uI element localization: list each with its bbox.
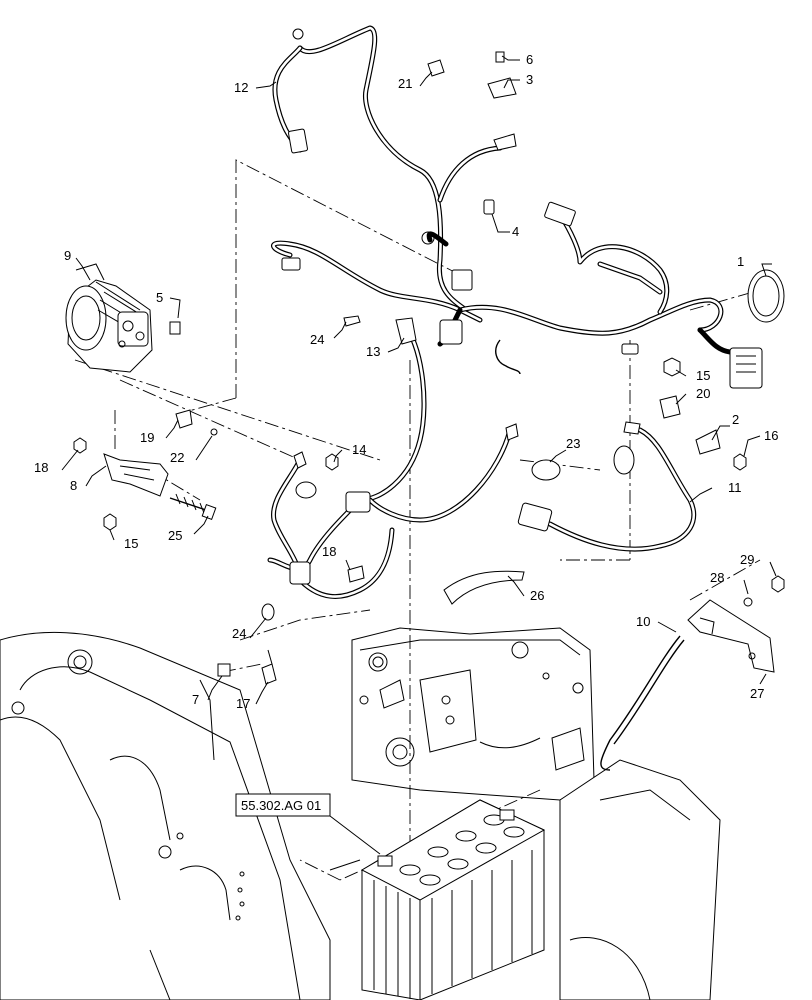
callout-labels: 1 2 3 4 5 6 7 8 9 10 11 12 13 14 15 15 1… bbox=[34, 52, 778, 711]
callout-24-lower: 24 bbox=[232, 626, 246, 641]
callout-13: 13 bbox=[366, 344, 380, 359]
callout-21: 21 bbox=[398, 76, 412, 91]
callout-8: 8 bbox=[70, 478, 77, 493]
callout-1: 1 bbox=[737, 254, 744, 269]
bolt-15-icon bbox=[103, 513, 117, 531]
mounting-bracket bbox=[103, 453, 169, 497]
battery-cables bbox=[267, 317, 697, 600]
callout-2: 2 bbox=[732, 412, 739, 427]
small-parts bbox=[73, 51, 785, 685]
callout-27: 27 bbox=[750, 686, 764, 701]
callout-4: 4 bbox=[512, 224, 519, 239]
callout-25: 25 bbox=[168, 528, 182, 543]
callout-10: 10 bbox=[636, 614, 650, 629]
callout-16: 16 bbox=[764, 428, 778, 443]
callout-12: 12 bbox=[234, 80, 248, 95]
callout-leaders bbox=[61, 55, 777, 855]
callout-29: 29 bbox=[740, 552, 754, 567]
callout-19: 19 bbox=[140, 430, 154, 445]
battery bbox=[360, 799, 546, 1000]
callout-5: 5 bbox=[156, 290, 163, 305]
callout-17: 17 bbox=[236, 696, 250, 711]
callout-3: 3 bbox=[526, 72, 533, 87]
grommet-1 bbox=[747, 269, 785, 323]
callout-15-lower-left: 15 bbox=[124, 536, 138, 551]
callout-9: 9 bbox=[64, 248, 71, 263]
callout-23: 23 bbox=[566, 436, 580, 451]
bolt-5-icon bbox=[169, 321, 181, 335]
nut-18-icon bbox=[73, 437, 87, 454]
callout-28: 28 bbox=[710, 570, 724, 585]
callout-24-upper: 24 bbox=[310, 332, 324, 347]
battery-hold-down bbox=[600, 599, 775, 771]
callout-18-left: 18 bbox=[34, 460, 48, 475]
callout-20: 20 bbox=[696, 386, 710, 401]
callout-15-right: 15 bbox=[696, 368, 710, 383]
reference-box[interactable]: 55.302.AG 01 bbox=[235, 793, 331, 817]
callout-14: 14 bbox=[352, 442, 366, 457]
callout-18-middle: 18 bbox=[322, 544, 336, 559]
callout-6: 6 bbox=[526, 52, 533, 67]
engine-wiring-harness bbox=[271, 25, 763, 389]
callout-22: 22 bbox=[170, 450, 184, 465]
callout-26: 26 bbox=[530, 588, 544, 603]
callout-11: 11 bbox=[728, 480, 742, 495]
callout-7: 7 bbox=[192, 692, 199, 707]
reference-box-label[interactable]: 55.302.AG 01 bbox=[241, 798, 321, 813]
alternator bbox=[65, 263, 153, 373]
machine-frame bbox=[0, 627, 721, 1000]
